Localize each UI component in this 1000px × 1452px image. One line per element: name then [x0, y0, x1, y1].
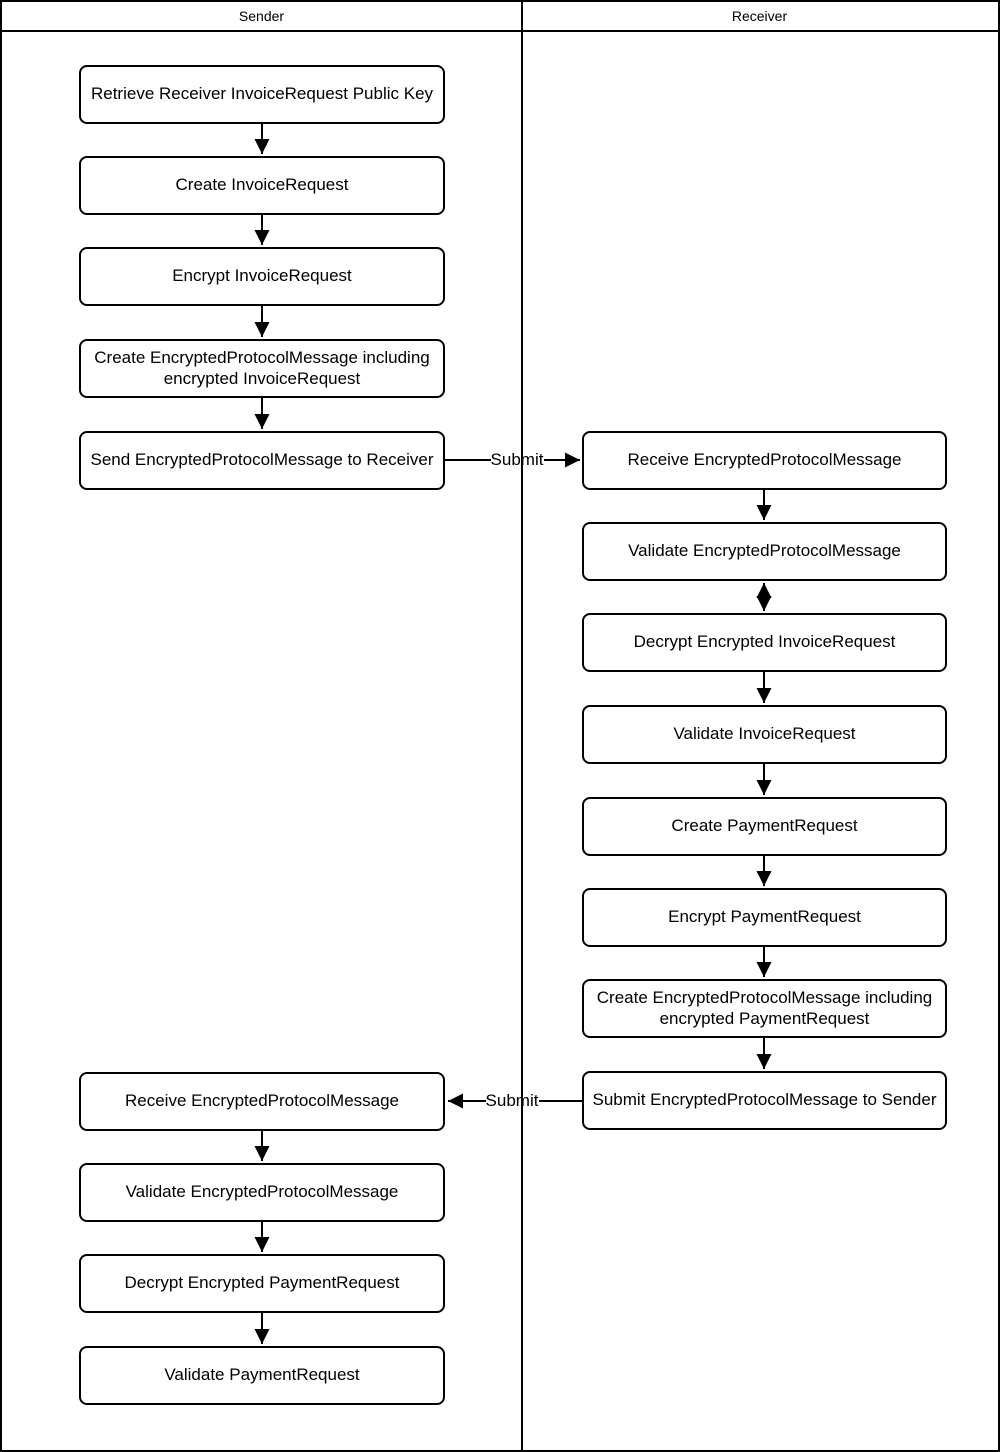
flow-node-validate-epm-receiver: Validate EncryptedProtocolMessage [582, 522, 947, 581]
submit-to-sender-label: Submit [485, 1091, 539, 1110]
flow-node-decrypt-encrypted-paymentrequest: Decrypt Encrypted PaymentRequest [79, 1254, 445, 1313]
flow-node-create-epm-paymentrequest: Create EncryptedProtocolMessage includin… [582, 979, 947, 1038]
lane-divider [521, 2, 523, 1450]
flow-node-retrieve-receiver-public-key: Retrieve Receiver InvoiceRequest Public … [79, 65, 445, 124]
flow-node-validate-invoicerequest: Validate InvoiceRequest [582, 705, 947, 764]
lane-title-receiver: Receiver [731, 8, 788, 24]
flow-node-create-epm-invoicerequest: Create EncryptedProtocolMessage includin… [79, 339, 445, 398]
flow-node-validate-epm-sender: Validate EncryptedProtocolMessage [79, 1163, 445, 1222]
flow-node-encrypt-paymentrequest: Encrypt PaymentRequest [582, 888, 947, 947]
flow-node-create-paymentrequest: Create PaymentRequest [582, 797, 947, 856]
flow-node-submit-epm-to-sender: Submit EncryptedProtocolMessage to Sende… [582, 1071, 947, 1130]
lane-title-sender: Sender [238, 8, 285, 24]
flow-node-decrypt-encrypted-invoicerequest: Decrypt Encrypted InvoiceRequest [582, 613, 947, 672]
flow-node-encrypt-invoicerequest: Encrypt InvoiceRequest [79, 247, 445, 306]
flow-node-receive-epm-receiver: Receive EncryptedProtocolMessage [582, 431, 947, 490]
submit-to-receiver-label: Submit [490, 450, 544, 469]
flow-node-receive-epm-sender: Receive EncryptedProtocolMessage [79, 1072, 445, 1131]
lane-header: Sender Receiver [2, 2, 998, 32]
flow-node-create-invoicerequest: Create InvoiceRequest [79, 156, 445, 215]
flow-node-send-epm-to-receiver: Send EncryptedProtocolMessage to Receive… [79, 431, 445, 490]
flow-node-validate-paymentrequest: Validate PaymentRequest [79, 1346, 445, 1405]
